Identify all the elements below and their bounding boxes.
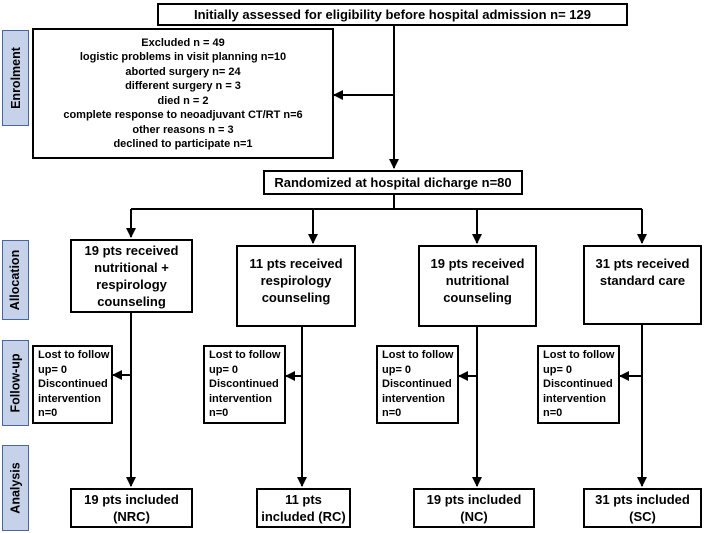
allocation-line: 19 pts received — [84, 243, 179, 258]
analysis-box-nrc: 19 pts included (NRC) — [70, 488, 193, 528]
allocation-box-rc: 11 pts received respirology counseling — [236, 245, 356, 327]
analysis-box-rc: 11 pts included (RC) — [256, 488, 351, 528]
allocation-line: nutritional + — [94, 260, 169, 275]
stage-label-analysis: Analysis — [2, 445, 29, 531]
assessed-text: Initially assessed for eligibility befor… — [194, 7, 591, 22]
followup-line: Lost to follow — [38, 349, 110, 362]
excluded-box: Excluded n = 49 logistic problems in vis… — [32, 28, 334, 159]
stage-label-enrolment: Enrolment — [2, 30, 29, 126]
excluded-line: other reasons n = 3 — [132, 123, 234, 136]
allocation-line: 31 pts received — [595, 256, 690, 271]
followup-line: n=0 — [38, 407, 58, 420]
analysis-line: (SC) — [629, 509, 656, 524]
followup-box-nrc: Lost to follow up= 0 Discontinued interv… — [32, 345, 113, 424]
analysis-box-sc: 31 pts included (SC) — [583, 488, 702, 528]
allocation-line: nutritional — [445, 273, 510, 288]
followup-line: n=0 — [209, 407, 229, 420]
followup-line: up= 0 — [38, 363, 68, 376]
followup-line: Discontinued — [209, 378, 279, 391]
stage-label-enrolment-text: Enrolment — [8, 47, 23, 109]
followup-box-nc: Lost to follow up= 0 Discontinued interv… — [376, 345, 459, 424]
allocation-line: respirology — [96, 277, 167, 292]
excluded-line: complete response to neoadjuvant CT/RT n… — [63, 109, 303, 121]
analysis-line: 11 pts — [285, 492, 322, 507]
stage-label-follow-up-text: Follow-up — [8, 353, 23, 413]
excluded-line: Excluded n = 49 — [141, 36, 225, 49]
analysis-line: (NRC) — [113, 509, 150, 524]
followup-line: n=0 — [543, 407, 563, 420]
excluded-line: logistic problems in visit planning n=10 — [79, 51, 287, 63]
followup-line: Discontinued — [543, 378, 613, 391]
randomized-box: Randomized at hospital dicharge n=80 — [263, 170, 523, 195]
analysis-line: 31 pts included — [595, 492, 690, 507]
allocation-box-nc: 19 pts received nutritional counseling — [418, 245, 537, 327]
followup-line: intervention — [382, 392, 445, 405]
stage-label-analysis-text: Analysis — [8, 462, 23, 514]
followup-line: intervention — [543, 392, 606, 405]
followup-box-sc: Lost to follow up= 0 Discontinued interv… — [537, 345, 620, 424]
stage-label-follow-up: Follow-up — [2, 340, 29, 426]
excluded-line: aborted surgery n= 24 — [125, 65, 241, 78]
allocation-box-nrc: 19 pts received nutritional + respirolog… — [70, 239, 193, 313]
followup-box-rc: Lost to follow up= 0 Discontinued interv… — [203, 345, 286, 424]
allocation-line: counseling — [443, 290, 512, 305]
followup-line: n=0 — [382, 407, 402, 420]
analysis-line: 19 pts included — [426, 492, 522, 507]
followup-line: Discontinued — [38, 378, 108, 391]
stage-label-allocation: Allocation — [2, 240, 29, 320]
allocation-line: standard care — [599, 273, 686, 288]
allocation-line: counseling — [97, 294, 166, 309]
allocation-box-sc: 31 pts received standard care — [583, 245, 702, 325]
followup-line: intervention — [38, 392, 101, 405]
followup-line: intervention — [209, 392, 272, 405]
stage-label-allocation-text: Allocation — [8, 249, 23, 311]
excluded-line: different surgery n = 3 — [125, 80, 241, 92]
followup-line: Lost to follow — [382, 349, 454, 362]
analysis-line: 19 pts included — [84, 492, 179, 507]
followup-line: Lost to follow — [209, 349, 281, 362]
analysis-box-nc: 19 pts included (NC) — [413, 488, 535, 528]
allocation-line: 19 pts received — [430, 256, 525, 271]
followup-line: Lost to follow — [543, 349, 615, 362]
followup-line: up= 0 — [543, 363, 573, 376]
allocation-line: counseling — [261, 290, 331, 305]
analysis-line: (NC) — [460, 509, 488, 524]
analysis-line: included (RC) — [261, 509, 346, 524]
excluded-line: declined to participate n=1 — [113, 138, 253, 150]
allocation-line: 11 pts received — [249, 256, 343, 271]
assessed-box: Initially assessed for eligibility befor… — [157, 3, 628, 26]
excluded-line: died n = 2 — [157, 94, 209, 107]
allocation-line: respirology — [260, 273, 332, 288]
followup-line: up= 0 — [209, 363, 239, 376]
randomized-text: Randomized at hospital dicharge n=80 — [274, 175, 512, 190]
followup-line: Discontinued — [382, 378, 452, 391]
followup-line: up= 0 — [382, 363, 412, 376]
